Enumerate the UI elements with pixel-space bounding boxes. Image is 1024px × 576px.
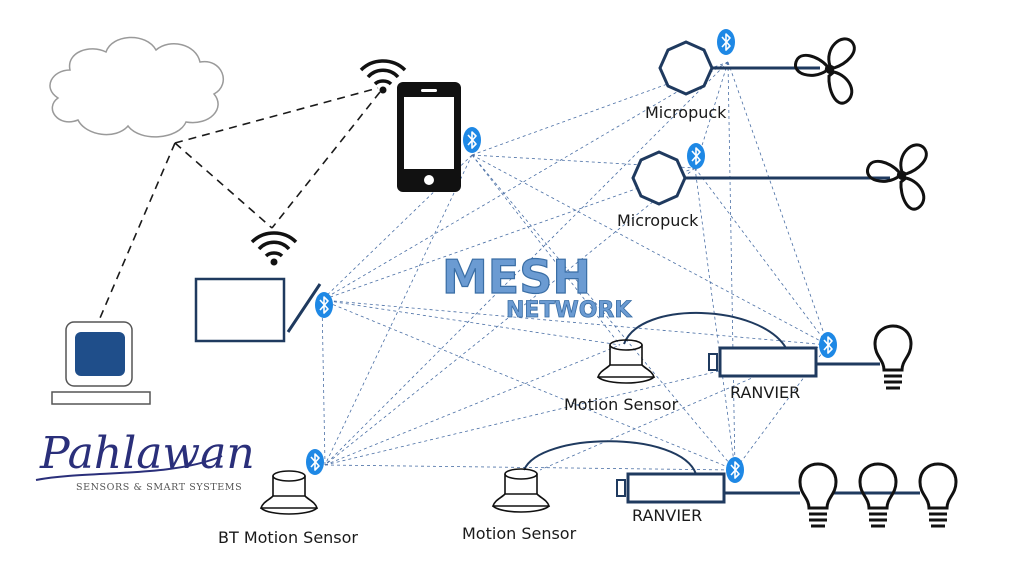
bluetooth-icon: [305, 448, 325, 476]
motion-sensor-icon: [597, 339, 655, 384]
micropuck-label: Micropuck: [645, 103, 727, 122]
cloud-icon: [49, 36, 225, 138]
bluetooth-icon: [818, 331, 838, 359]
network-title: NETWORK: [506, 298, 632, 323]
light-bulb-icon: [798, 462, 838, 528]
light-bulb-icon: [873, 324, 913, 390]
mesh-links: [321, 61, 829, 471]
svg-text:SENSORS & SMART SYSTEMS: SENSORS & SMART SYSTEMS: [76, 482, 242, 493]
sensor-cable: [523, 440, 697, 475]
bluetooth-icon: [725, 456, 745, 484]
ranvier-1: [708, 346, 880, 378]
smartphone-icon: [397, 82, 461, 192]
bluetooth-icon: [314, 291, 334, 319]
pahlawan-logo: Pahlawan SENSORS & SMART SYSTEMS: [35, 428, 255, 493]
bluetooth-icon: [462, 126, 482, 154]
ranvier-2: [616, 472, 920, 504]
wifi-links: [99, 87, 381, 319]
computer-icon: [51, 321, 151, 405]
micropuck-label: Micropuck: [617, 211, 699, 230]
ranvier-label: RANVIER: [730, 383, 800, 402]
bt-motion-sensor-icon: [260, 470, 318, 515]
bluetooth-icon: [686, 142, 706, 170]
light-bulb-icon: [858, 462, 898, 528]
motion-sensor-label: Motion Sensor: [564, 395, 679, 414]
motion-sensor-label: Motion Sensor: [462, 524, 577, 543]
bluetooth-icon: [716, 28, 736, 56]
micropuck-2: [631, 150, 890, 206]
motion-sensor-icon: [492, 468, 550, 513]
gateway-device: [194, 277, 322, 343]
ranvier-label: RANVIER: [632, 506, 702, 525]
wifi-icon: [250, 231, 298, 268]
mesh-title: MESH: [442, 250, 591, 304]
micropuck-1: [658, 40, 820, 96]
light-bulb-icon: [918, 462, 958, 528]
sensor-cable: [623, 311, 787, 349]
fan-icon: [793, 37, 856, 105]
bt-motion-sensor-label: BT Motion Sensor: [218, 528, 358, 547]
